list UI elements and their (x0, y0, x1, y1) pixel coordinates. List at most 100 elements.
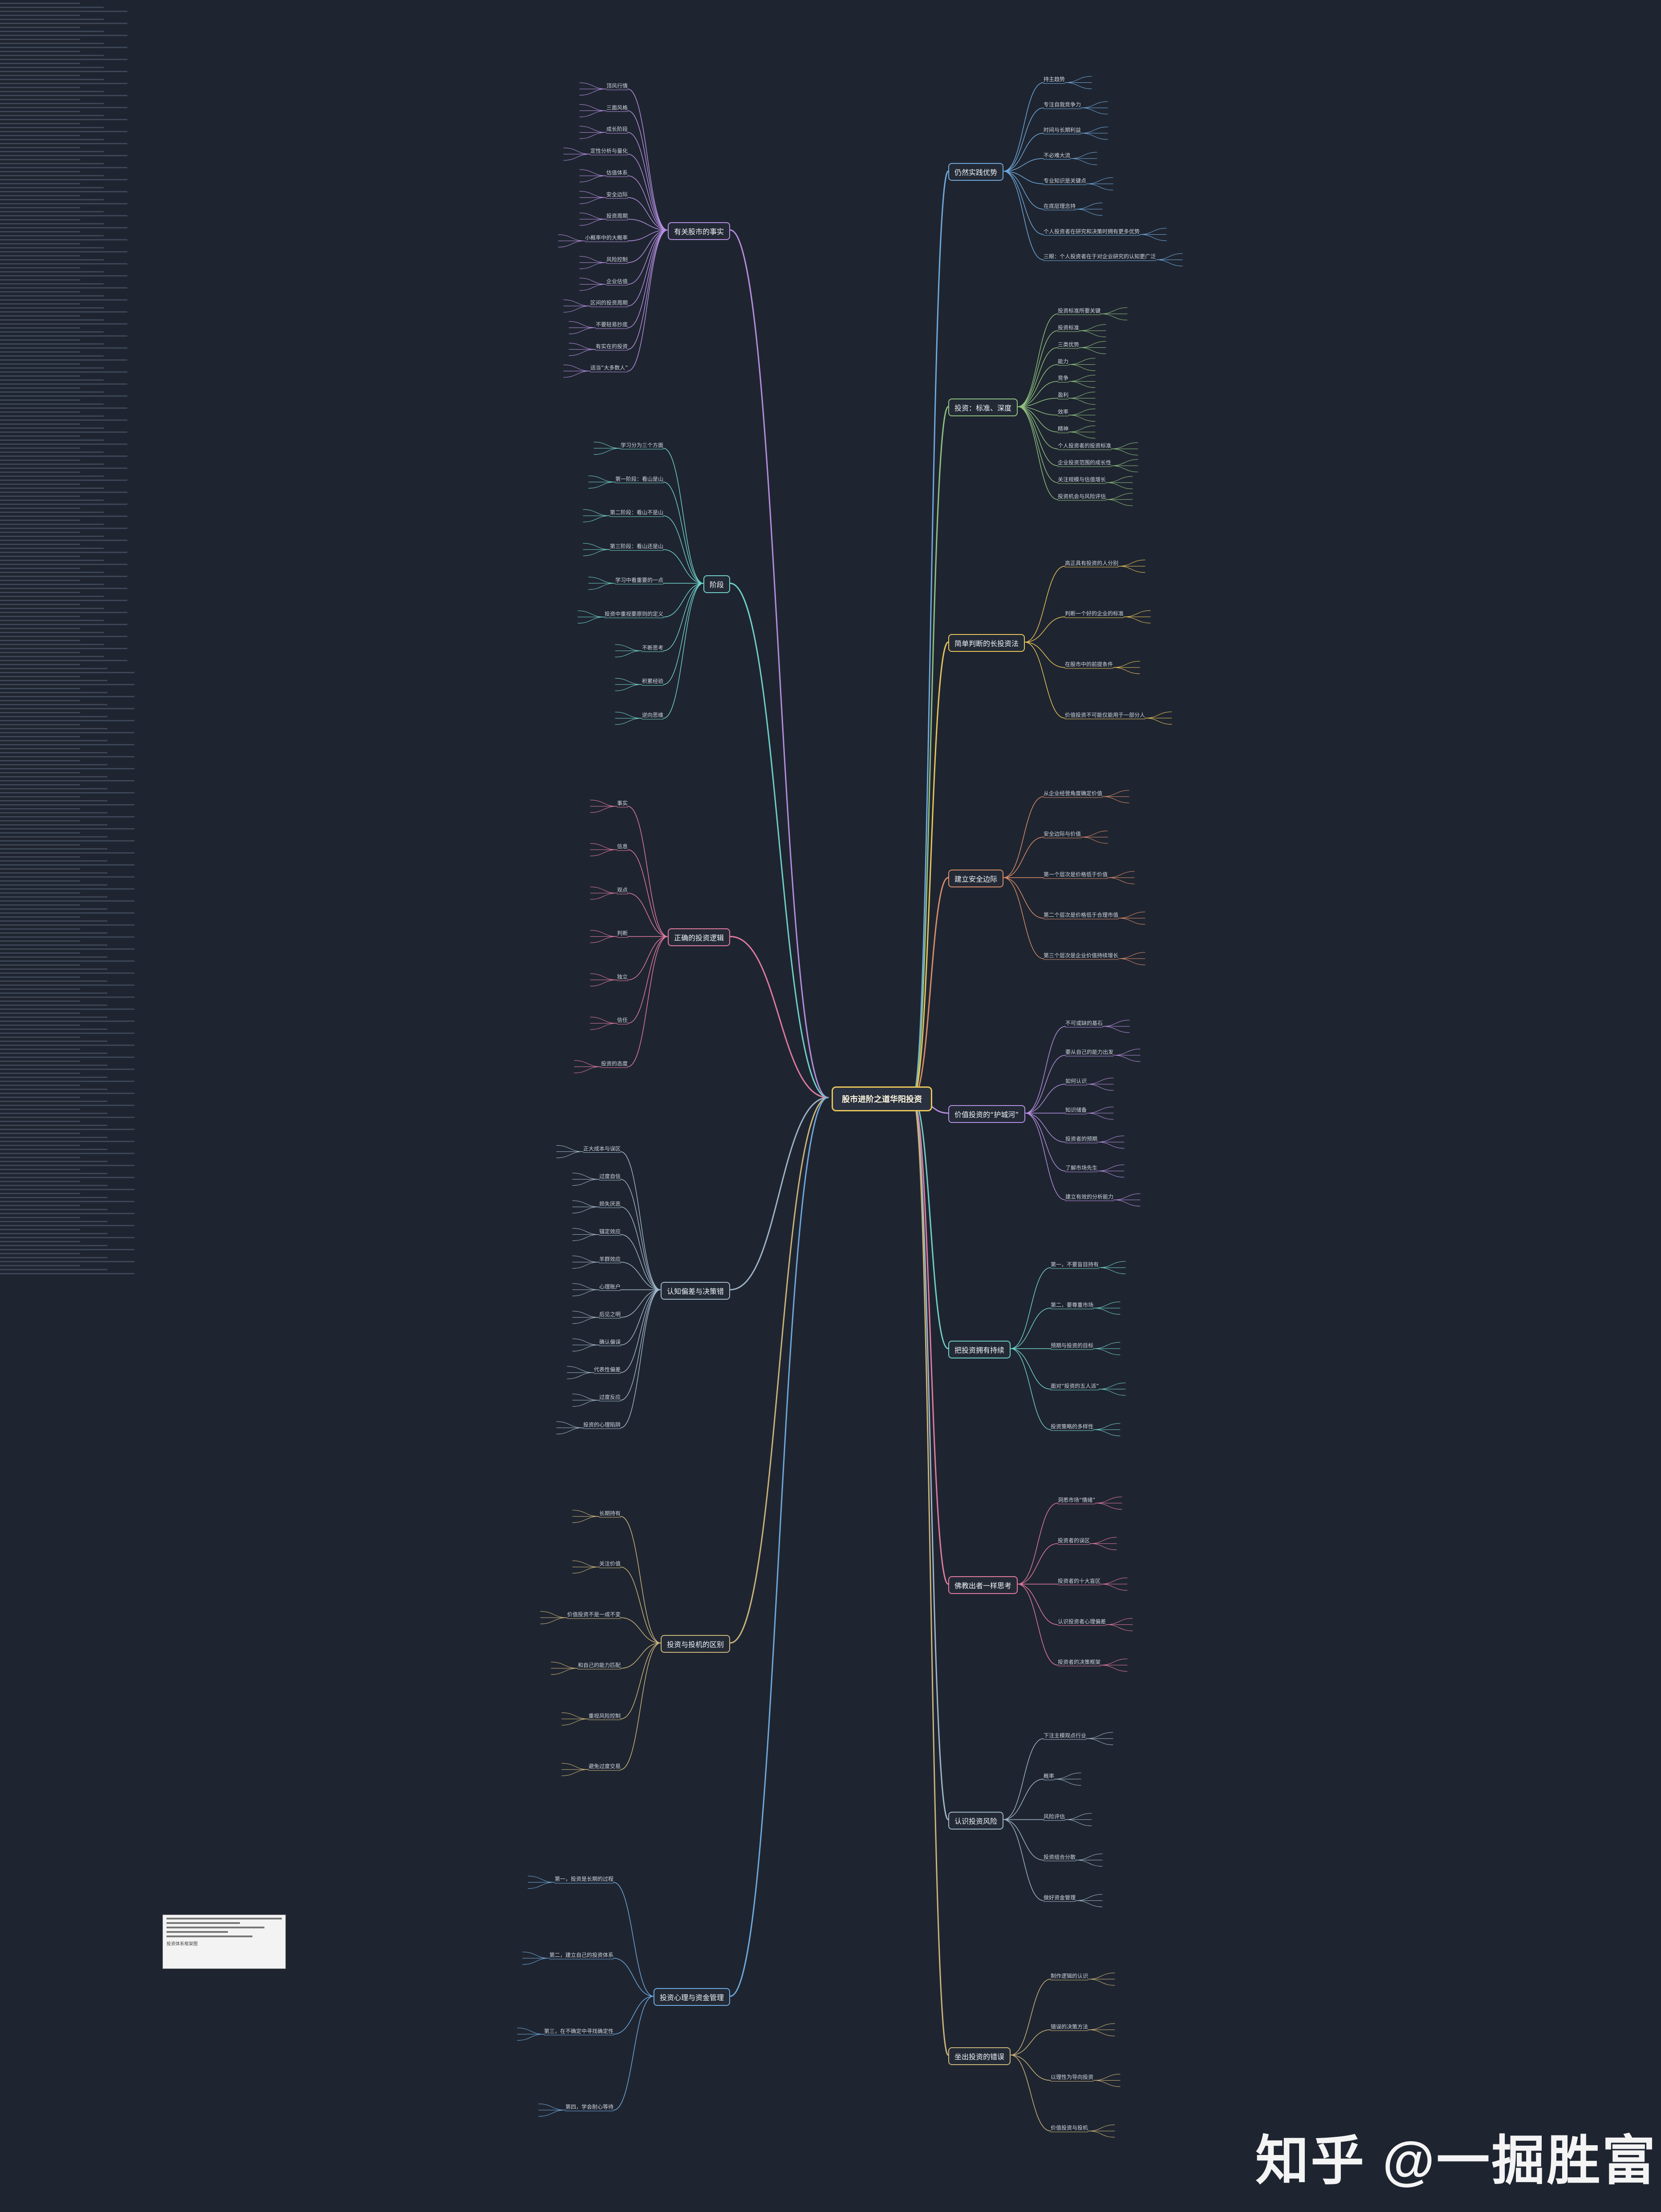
branch-left-3-node-3[interactable]: 锚定效应 (599, 1228, 621, 1235)
branch-right-5-node-2[interactable]: 预期与投资的目标 (1051, 1342, 1094, 1349)
branch-left-3-node-8[interactable]: 代表性偏差 (594, 1366, 621, 1373)
branch-left-4-node-2[interactable]: 价值投资不是一成不变 (567, 1611, 621, 1618)
branch-right-5-node-0[interactable]: 第一，不要盲目持有 (1051, 1261, 1099, 1268)
branch-left-4-node-3[interactable]: 和自己的能力匹配 (578, 1662, 621, 1668)
branch-left-0-node-11[interactable]: 不要轻易抄底 (596, 321, 628, 328)
branch-right-1-node-10[interactable]: 关注规模与估值增长 (1058, 476, 1106, 483)
branch-right-2-node-0[interactable]: 高正具有投资的人分别 (1065, 560, 1119, 566)
branch-right-0-node-5[interactable]: 在底层理念持 (1044, 203, 1076, 209)
branch-left-1-node-1[interactable]: 第一阶段：看山是山 (615, 476, 664, 482)
branch-left-2[interactable]: 正确的投资逻辑 (668, 928, 731, 947)
branch-right-1-node-3[interactable]: 能力 (1058, 358, 1069, 365)
branch-right-3-node-2[interactable]: 第一个层次是价格低于价值 (1044, 871, 1108, 878)
branch-right-2[interactable]: 简单判断的长投资法 (948, 634, 1025, 652)
branch-right-7-node-0[interactable]: 下注主模观点行业 (1044, 1732, 1087, 1739)
branch-left-0-node-1[interactable]: 三面风格 (606, 104, 628, 111)
branch-right-7-node-3[interactable]: 投资组合分散 (1044, 1854, 1076, 1860)
branch-left-4-node-4[interactable]: 重视风险控制 (589, 1712, 621, 1719)
branch-right-3-node-4[interactable]: 第三个层次是企业价值持续增长 (1044, 952, 1119, 959)
branch-left-1-node-7[interactable]: 积累经验 (642, 678, 664, 685)
branch-right-1-node-5[interactable]: 盈利 (1058, 392, 1069, 398)
branch-right-0-node-2[interactable]: 时间与长期利益 (1044, 127, 1081, 134)
branch-right-7-node-4[interactable]: 做好资金管理 (1044, 1894, 1076, 1901)
branch-left-4[interactable]: 投资与投机的区别 (661, 1635, 731, 1653)
branch-left-2-node-5[interactable]: 信任 (617, 1017, 628, 1024)
branch-right-2-node-2[interactable]: 在股市中的前提条件 (1065, 661, 1113, 668)
branch-right-5-node-3[interactable]: 面对“投资的五人派” (1051, 1382, 1099, 1389)
branch-right-4-node-4[interactable]: 投资者的预期 (1065, 1135, 1098, 1142)
root-node[interactable]: 股市进阶之道华阳投资 (832, 1086, 932, 1111)
branch-right-5-node-4[interactable]: 投资策略的多样性 (1051, 1423, 1094, 1430)
branch-left-2-node-1[interactable]: 信息 (617, 843, 628, 850)
branch-right-8-node-3[interactable]: 价值投资与投机 (1051, 2125, 1088, 2131)
branch-left-1[interactable]: 阶段 (703, 575, 731, 593)
branch-right-5[interactable]: 把投资拥有持续 (948, 1340, 1011, 1358)
branch-left-2-node-4[interactable]: 独立 (617, 973, 628, 980)
branch-left-0-node-6[interactable]: 投资周期 (606, 213, 628, 220)
branch-left-2-node-0[interactable]: 事实 (617, 800, 628, 806)
branch-right-4[interactable]: 价值投资的“护城河” (948, 1105, 1025, 1123)
branch-left-3-node-9[interactable]: 过度反应 (599, 1394, 621, 1400)
branch-left-1-node-4[interactable]: 学习中看重要的一点 (615, 577, 664, 583)
branch-right-1-node-0[interactable]: 投资标准所要关键 (1058, 307, 1101, 314)
branch-right-6-node-2[interactable]: 投资者的十大盲区 (1058, 1578, 1101, 1584)
branch-right-5-node-1[interactable]: 第二，要尊重市场 (1051, 1301, 1094, 1308)
branch-right-0-node-6[interactable]: 个人投资者在研究和决策时拥有更多优势 (1044, 228, 1140, 235)
branch-right-3-node-0[interactable]: 从企业经营角度确定价值 (1044, 790, 1103, 797)
branch-right-8[interactable]: 坐出投资的错误 (948, 2047, 1011, 2065)
branch-right-7[interactable]: 认识投资风险 (948, 1811, 1004, 1830)
branch-right-6-node-4[interactable]: 投资者的决策框架 (1058, 1659, 1101, 1665)
branch-left-0-node-12[interactable]: 有实在的投资 (596, 343, 628, 350)
branch-left-4-node-1[interactable]: 关注价值 (599, 1561, 621, 1567)
branch-left-3-node-7[interactable]: 确认偏误 (599, 1338, 621, 1345)
branch-right-3[interactable]: 建立安全边际 (948, 870, 1004, 888)
branch-left-0-node-3[interactable]: 定性分析与量化 (590, 148, 628, 155)
branch-left-5-node-2[interactable]: 第三，在不确定中寻找确定性 (544, 2028, 614, 2034)
branch-left-1-node-2[interactable]: 第二阶段：看山不是山 (610, 509, 664, 516)
branch-right-1-node-7[interactable]: 精神 (1058, 426, 1069, 432)
branch-left-5-node-0[interactable]: 第一，投资是长期的过程 (555, 1876, 614, 1883)
branch-right-1-node-6[interactable]: 效率 (1058, 409, 1069, 415)
branch-right-2-node-3[interactable]: 价值投资不可能仅能用于一部分人 (1065, 712, 1145, 718)
branch-left-1-node-8[interactable]: 逆向思维 (642, 712, 664, 719)
branch-right-4-node-3[interactable]: 知识储备 (1065, 1107, 1087, 1113)
branch-right-0-node-1[interactable]: 专注自我竞争力 (1044, 102, 1081, 108)
branch-left-0-node-8[interactable]: 风险控制 (606, 256, 628, 263)
branch-left-0-node-4[interactable]: 估值体系 (606, 169, 628, 176)
branch-right-8-node-0[interactable]: 制作逻辑的认识 (1051, 1972, 1088, 1979)
branch-right-1-node-2[interactable]: 三类优势 (1058, 341, 1080, 348)
branch-left-2-node-3[interactable]: 判断 (617, 930, 628, 937)
branch-right-1-node-11[interactable]: 投资机会与风险评估 (1058, 493, 1106, 500)
branch-left-1-node-6[interactable]: 不断思考 (642, 644, 664, 651)
branch-right-3-node-1[interactable]: 安全边际与价值 (1044, 831, 1081, 838)
branch-left-0-node-5[interactable]: 安全边际 (606, 191, 628, 198)
branch-right-1-node-4[interactable]: 竞争 (1058, 375, 1069, 382)
branch-right-1-node-9[interactable]: 企业投资范围的成长性 (1058, 459, 1112, 466)
branch-left-3-node-10[interactable]: 投资的心理陷阱 (583, 1421, 621, 1428)
branch-right-4-node-6[interactable]: 建立有效的分析能力 (1065, 1193, 1114, 1200)
branch-right-0[interactable]: 仍然实践优势 (948, 163, 1004, 181)
branch-left-0-node-7[interactable]: 小概率中的大概率 (585, 235, 628, 241)
branch-left-3-node-0[interactable]: 正大成本与误区 (583, 1145, 621, 1152)
branch-left-3-node-2[interactable]: 损失厌恶 (599, 1200, 621, 1207)
branch-left-3-node-5[interactable]: 心理账户 (599, 1283, 621, 1290)
branch-right-3-node-3[interactable]: 第二个层次是价格低于合理市值 (1044, 912, 1119, 919)
branch-right-1-node-1[interactable]: 投资标准 (1058, 324, 1080, 331)
branch-right-0-node-4[interactable]: 专业知识是关键点 (1044, 177, 1087, 184)
branch-left-3-node-1[interactable]: 过度自信 (599, 1173, 621, 1179)
branch-left-0-node-9[interactable]: 企业估值 (606, 278, 628, 285)
branch-right-4-node-2[interactable]: 如何认识 (1065, 1078, 1087, 1085)
branch-right-1[interactable]: 投资：标准、深度 (948, 398, 1018, 417)
branch-right-2-node-1[interactable]: 判断一个好的企业的标准 (1065, 610, 1124, 617)
branch-left-0-node-13[interactable]: 适当“大多数人” (590, 365, 628, 371)
branch-right-7-node-2[interactable]: 风险评估 (1044, 1813, 1065, 1820)
branch-right-6[interactable]: 佛教出者一样思考 (948, 1576, 1018, 1594)
branch-right-8-node-2[interactable]: 以理性为导向投资 (1051, 2074, 1094, 2081)
branch-left-3-node-6[interactable]: 后见之明 (599, 1311, 621, 1317)
branch-left-3[interactable]: 认知偏差与决策错 (661, 1281, 731, 1300)
branch-right-4-node-5[interactable]: 了解市场先生 (1065, 1164, 1098, 1171)
branch-left-3-node-4[interactable]: 羊群效应 (599, 1256, 621, 1262)
branch-right-0-node-3[interactable]: 不必难大流 (1044, 152, 1071, 159)
branch-left-4-node-0[interactable]: 长期持有 (599, 1510, 621, 1517)
branch-left-2-node-2[interactable]: 观点 (617, 886, 628, 893)
